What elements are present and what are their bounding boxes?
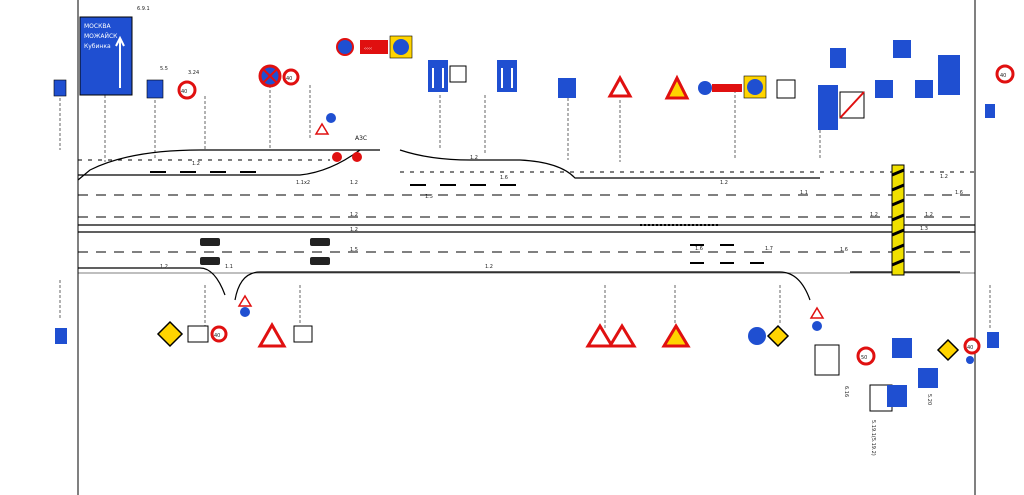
svg-text:40: 40 (181, 89, 187, 95)
sign-5-20-label: 5.20 (926, 394, 932, 405)
a3c-label: A3C (355, 135, 367, 142)
guide-line-1: МОСКВА (84, 23, 111, 30)
svg-text:40: 40 (967, 345, 973, 351)
bottom-sign-warning-1 (257, 321, 313, 348)
svg-text:1.5: 1.5 (350, 247, 358, 253)
top-sign-1 (53, 79, 67, 97)
svg-text:40: 40 (1000, 73, 1006, 79)
road-edges (77, 149, 975, 301)
svg-text:1.3: 1.3 (920, 226, 928, 232)
small-red-signs (314, 113, 362, 162)
sign-6-16-label: 6.16 (843, 386, 849, 397)
top-sign-keep-right: ‹‹‹‹ (336, 35, 413, 59)
svg-text:40: 40 (214, 333, 220, 339)
svg-text:1.2: 1.2 (940, 174, 948, 180)
guide-arrow-icon (115, 35, 125, 88)
svg-text:1.2: 1.2 (350, 227, 358, 233)
svg-text:1.7: 1.7 (765, 246, 773, 252)
svg-text:1.6: 1.6 (955, 190, 963, 196)
svg-text:1.2: 1.2 (350, 180, 358, 186)
lane-arrows (150, 171, 764, 264)
top-sign-right-cluster: 40 (818, 40, 1015, 130)
svg-text:1.2: 1.2 (350, 212, 358, 218)
marking-labels: 1.2 1.1x2 1.2 1.2 1.2 1.5 1.5 1.2 1.6 1.… (160, 155, 963, 270)
top-sign-warning-2 (664, 74, 690, 100)
top-sign-lanes-3 (558, 78, 576, 98)
svg-text:50: 50 (861, 355, 867, 361)
svg-text:1.2: 1.2 (925, 212, 933, 218)
top-sign-no-stop (258, 64, 282, 88)
svg-text:1.1: 1.1 (800, 190, 808, 196)
sign-posts (59, 85, 991, 330)
top-sign-speed-1: 40 3.24 (177, 70, 199, 100)
svg-text:1.6: 1.6 (840, 247, 848, 253)
svg-text:3.24: 3.24 (188, 70, 199, 76)
svg-text:1.6: 1.6 (695, 246, 703, 252)
top-sign-warning-1 (607, 74, 633, 98)
top-sign-lanes-1 (428, 60, 467, 92)
guide-line-3: Кубинка (84, 43, 111, 50)
bottom-sign-right-cluster: 50 40 (748, 306, 999, 412)
svg-text:1.1x2: 1.1x2 (296, 180, 310, 186)
barrier-stripe (891, 164, 905, 276)
top-sign-lanes-2 (497, 60, 517, 92)
guide-code: 6.9.1 (137, 6, 150, 12)
sign-5-19-label: 5.19.1(5.19.2) (870, 420, 876, 456)
svg-text:40: 40 (286, 76, 292, 82)
bottom-sign-left-blue (55, 328, 67, 344)
svg-text:1.2: 1.2 (870, 212, 878, 218)
top-sign-speed-2: 40 (282, 68, 300, 86)
bottom-sign-main-road-1: 40 (156, 294, 253, 348)
guide-line-2: МОЖАЙСК (84, 33, 118, 40)
svg-text:5.5: 5.5 (160, 66, 168, 72)
svg-text:1.2: 1.2 (720, 180, 728, 186)
svg-text:‹‹‹‹: ‹‹‹‹ (364, 46, 372, 52)
top-sign-chevron-2 (698, 75, 796, 99)
svg-text:1.2: 1.2 (485, 264, 493, 270)
svg-text:1.5: 1.5 (425, 194, 433, 200)
bottom-sign-warning-2 (585, 323, 691, 348)
svg-text:1.1: 1.1 (225, 264, 233, 270)
guide-sign: МОСКВА МОЖАЙСК Кубинка 6.9.1 (79, 6, 150, 96)
vehicles (200, 238, 330, 265)
svg-text:1.2: 1.2 (192, 161, 200, 167)
svg-text:1.6: 1.6 (500, 175, 508, 181)
svg-text:1.2: 1.2 (160, 264, 168, 270)
lane-markings (78, 159, 975, 253)
top-sign-2: 5.5 (146, 66, 168, 99)
svg-text:1.2: 1.2 (470, 155, 478, 161)
